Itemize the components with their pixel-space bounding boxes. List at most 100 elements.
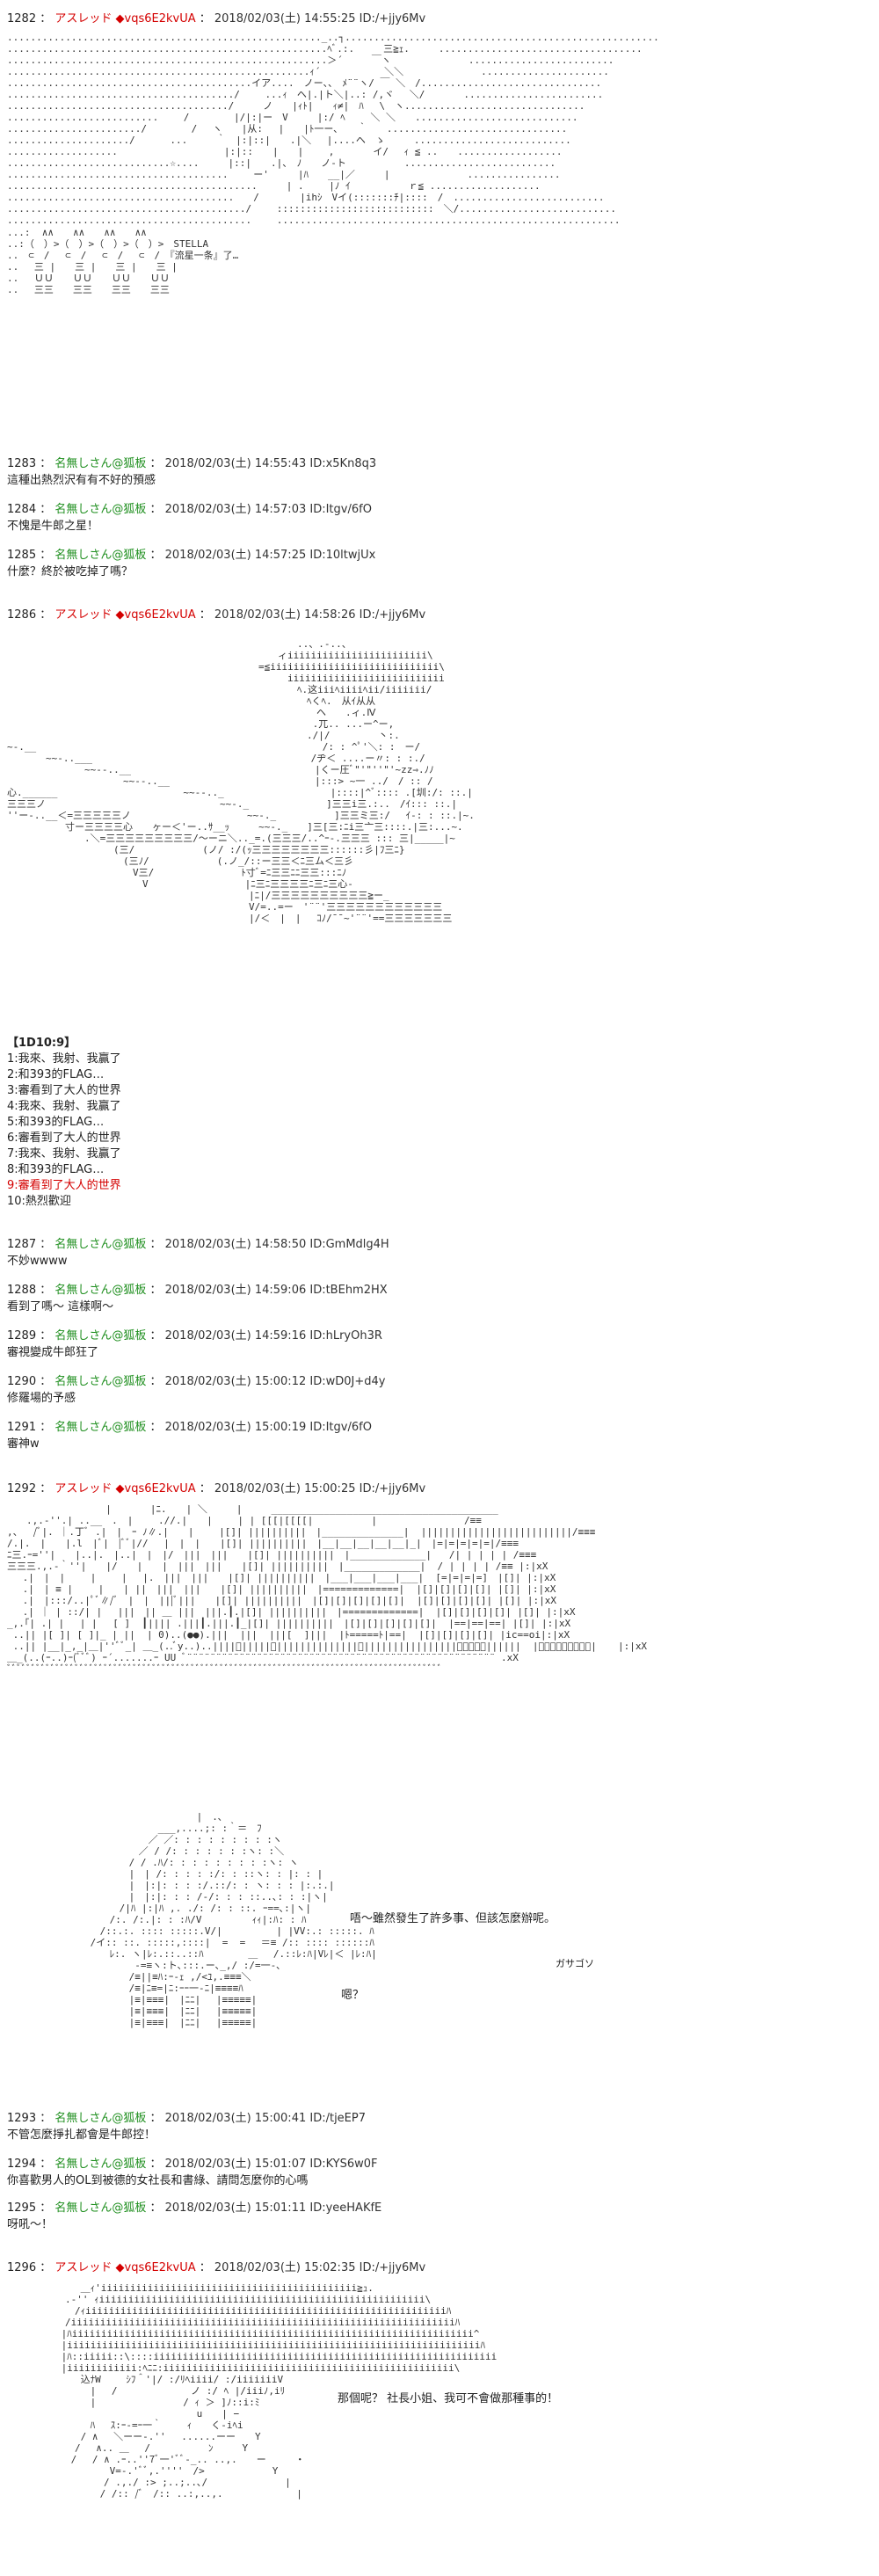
post-date: 2018/02/03(土) 14:55:43 ID:x5Kn8q3 — [164, 457, 377, 470]
post-number: 1286 — [7, 608, 37, 622]
post-date: 2018/02/03(土) 14:58:50 ID:GmMdlg4H — [164, 1238, 389, 1251]
post-body: 什麼？終於被吃掉了嗎？ — [7, 565, 134, 579]
post-number: 1284 — [7, 503, 37, 516]
post-1288: 1288 ： 名無しさん@狐板 ： 2018/02/03(土) 14:59:06… — [7, 1284, 868, 1315]
roll-item: 6:審看到了大人的世界 — [7, 1132, 121, 1145]
roll-item: 8:和393的FLAG… — [7, 1163, 105, 1176]
poster-name[interactable]: 名無しさん@狐板 — [54, 2201, 147, 2215]
speech-text-final: 那個呢？ 社長小姐、我可不會做那種事的！ — [338, 2392, 559, 2405]
poster-name[interactable]: 名無しさん@狐板 — [54, 2112, 147, 2125]
post-1287: 1287 ： 名無しさん@狐板 ： 2018/02/03(土) 14:58:50… — [7, 1238, 868, 1270]
post-date: 2018/02/03(土) 15:00:19 ID:Itgv/6fO — [164, 1421, 372, 1434]
post-1283: 1283 ： 名無しさん@狐板 ： 2018/02/03(土) 14:55:43… — [7, 457, 868, 489]
post-header: 1292 ： アスレッド ◆vqs6E2kvUA ： 2018/02/03(土)… — [7, 1482, 426, 1495]
post-1285: 1285 ： 名無しさん@狐板 ： 2018/02/03(土) 14:57:25… — [7, 549, 868, 580]
ascii-art-girl: | .､ ___,....;: :｀＝ ﾌ ／ ／: : : : : : : :… — [90, 1811, 377, 2028]
post-1286: 1286 ： アスレッド ◆vqs6E2kvUA ： 2018/02/03(土)… — [7, 608, 868, 622]
poster-name[interactable]: 名無しさん@狐板 — [54, 1375, 147, 1388]
post-number: 1289 — [7, 1329, 37, 1343]
post-header: 1283 ： 名無しさん@狐板 ： 2018/02/03(土) 14:55:43… — [7, 457, 377, 470]
post-body: 修羅場的予感 — [7, 1392, 76, 1405]
post-body: 呀吼～！ — [7, 2218, 54, 2231]
post-header: 1293 ： 名無しさん@狐板 ： 2018/02/03(土) 15:00:41… — [7, 2112, 366, 2125]
roll-item-hit: 9:審看到了大人的世界 — [7, 1179, 121, 1192]
post-1290: 1290 ： 名無しさん@狐板 ： 2018/02/03(土) 15:00:12… — [7, 1375, 868, 1407]
ascii-art-stella: ........................................… — [7, 32, 659, 226]
ascii-art-archer: ..、.-..、 ィiiiiiiiiiiiiiiiiiiiiiiii\ =≦ii… — [7, 638, 475, 924]
post-1296: 1296 ： アスレッド ◆vqs6E2kvUA ： 2018/02/03(土)… — [7, 2261, 868, 2275]
post-date: 2018/02/03(土) 14:58:26 ID:/+jjy6Mv — [214, 608, 426, 622]
post-1292: 1292 ： アスレッド ◆vqs6E2kvUA ： 2018/02/03(土)… — [7, 1482, 868, 1496]
roll-title: 【1D10:9】 — [7, 1037, 76, 1050]
ascii-art-final: ＿ｨ'iiiiiiiiiiiiiiiiiiiiiiiiiiiiiiiiiiiii… — [61, 2282, 498, 2500]
post-1282: 1282 ： アスレッド ◆vqs6E2kvUA ： 2018/02/03(土)… — [7, 12, 868, 26]
post-header: 1294 ： 名無しさん@狐板 ： 2018/02/03(土) 15:01:07… — [7, 2158, 378, 2171]
post-number: 1285 — [7, 549, 37, 562]
poster-name[interactable]: 名無しさん@狐板 — [54, 1329, 147, 1343]
post-header: 1295 ： 名無しさん@狐板 ： 2018/02/03(土) 15:01:11… — [7, 2201, 382, 2215]
poster-name[interactable]: アスレッド — [54, 608, 113, 622]
roll-item: 10:熱烈歡迎 — [7, 1195, 71, 1208]
post-body: 審神w — [7, 1437, 40, 1451]
trip-code: ◆vqs6E2kvUA — [115, 608, 196, 622]
post-header: 1288 ： 名無しさん@狐板 ： 2018/02/03(土) 14:59:06… — [7, 1284, 388, 1297]
poster-name[interactable]: 名無しさん@狐板 — [54, 549, 147, 562]
post-header: 1282 ： アスレッド ◆vqs6E2kvUA ： 2018/02/03(土)… — [7, 12, 426, 25]
post-date: 2018/02/03(土) 14:57:25 ID:10ltwjUx — [164, 549, 376, 562]
post-body: 不愧是牛郎之星！ — [7, 520, 99, 533]
post-1284: 1284 ： 名無しさん@狐板 ： 2018/02/03(土) 14:57:03… — [7, 503, 868, 535]
poster-name[interactable]: アスレッド — [54, 2261, 113, 2274]
poster-name[interactable]: アスレッド — [54, 1482, 113, 1495]
poster-name[interactable]: 名無しさん@狐板 — [54, 503, 147, 516]
post-header: 1290 ： 名無しさん@狐板 ： 2018/02/03(土) 15:00:12… — [7, 1375, 386, 1388]
post-1295: 1295 ： 名無しさん@狐板 ： 2018/02/03(土) 15:01:11… — [7, 2201, 868, 2233]
post-body: 看到了嗎～ 這樣啊～ — [7, 1300, 114, 1313]
post-number: 1290 — [7, 1375, 37, 1388]
aa-line: 『流星一条』了… — [170, 250, 239, 261]
roll-item: 3:審看到了大人的世界 — [7, 1084, 121, 1097]
post-number: 1288 — [7, 1284, 37, 1297]
trip-code: ◆vqs6E2kvUA — [115, 2261, 196, 2274]
post-header: 1289 ： 名無しさん@狐板 ： 2018/02/03(土) 14:59:16… — [7, 1329, 382, 1343]
post-1294: 1294 ： 名無しさん@狐板 ： 2018/02/03(土) 15:01:07… — [7, 2158, 868, 2189]
aa-caption: STELLA — [173, 238, 209, 250]
post-date: 2018/02/03(土) 15:01:11 ID:yeeHAKfE — [164, 2201, 382, 2215]
ascii-art-chorus: ...: ∧∧ ∧∧ ∧∧ ∧∧ ..:（ ）>（ ）>（ ）>（ ）> STE… — [7, 227, 239, 295]
sfx-text: ガサゴソ — [556, 1958, 594, 1969]
roll-item: 1:我來、我射、我贏了 — [7, 1052, 121, 1066]
small-speech-text: 嗯？ — [341, 1989, 365, 2002]
post-1291: 1291 ： 名無しさん@狐板 ： 2018/02/03(土) 15:00:19… — [7, 1421, 868, 1452]
roll-item: 7:我來、我射、我贏了 — [7, 1147, 121, 1161]
post-number: 1294 — [7, 2158, 37, 2171]
poster-name[interactable]: アスレッド — [54, 12, 113, 25]
poster-name[interactable]: 名無しさん@狐板 — [54, 1238, 147, 1251]
trip-code: ◆vqs6E2kvUA — [115, 1482, 196, 1495]
roll-item: 4:我來、我射、我贏了 — [7, 1100, 121, 1113]
roll-item: 2:和393的FLAG… — [7, 1068, 105, 1081]
roll-item: 5:和393的FLAG… — [7, 1116, 105, 1129]
poster-name[interactable]: 名無しさん@狐板 — [54, 1421, 147, 1434]
post-header: 1285 ： 名無しさん@狐板 ： 2018/02/03(土) 14:57:25… — [7, 549, 376, 562]
post-number: 1291 — [7, 1421, 37, 1434]
post-body: 這種出熱烈沢有有不好的預感 — [7, 474, 156, 487]
post-number: 1296 — [7, 2261, 37, 2274]
post-number: 1293 — [7, 2112, 37, 2125]
post-1289: 1289 ： 名無しさん@狐板 ： 2018/02/03(土) 14:59:16… — [7, 1329, 868, 1361]
post-header: 1287 ： 名無しさん@狐板 ： 2018/02/03(土) 14:58:50… — [7, 1238, 389, 1251]
post-date: 2018/02/03(土) 15:00:41 ID:/tjeEP7 — [164, 2112, 366, 2125]
post-number: 1282 — [7, 12, 37, 25]
poster-name[interactable]: 名無しさん@狐板 — [54, 457, 147, 470]
post-body: 審視變成牛郎狂了 — [7, 1346, 99, 1359]
post-date: 2018/02/03(土) 15:00:25 ID:/+jjy6Mv — [214, 1482, 426, 1495]
post-header: 1291 ： 名無しさん@狐板 ： 2018/02/03(土) 15:00:19… — [7, 1421, 372, 1434]
post-header: 1296 ： アスレッド ◆vqs6E2kvUA ： 2018/02/03(土)… — [7, 2261, 426, 2274]
post-number: 1287 — [7, 1238, 37, 1251]
post-body: 不妙wwww — [7, 1255, 68, 1268]
poster-name[interactable]: 名無しさん@狐板 — [54, 2158, 147, 2171]
poster-name[interactable]: 名無しさん@狐板 — [54, 1284, 147, 1297]
speech-text: 唔～雖然發生了許多事、但該怎麼辦呢。 — [350, 1912, 556, 1925]
post-number: 1283 — [7, 457, 37, 470]
post-date: 2018/02/03(土) 14:59:06 ID:tBEhm2HX — [164, 1284, 388, 1297]
trip-code: ◆vqs6E2kvUA — [115, 12, 196, 25]
roll-block: 【1D10:9】 1:我來、我射、我贏了 2:和393的FLAG… 3:審看到了… — [7, 1034, 868, 1210]
